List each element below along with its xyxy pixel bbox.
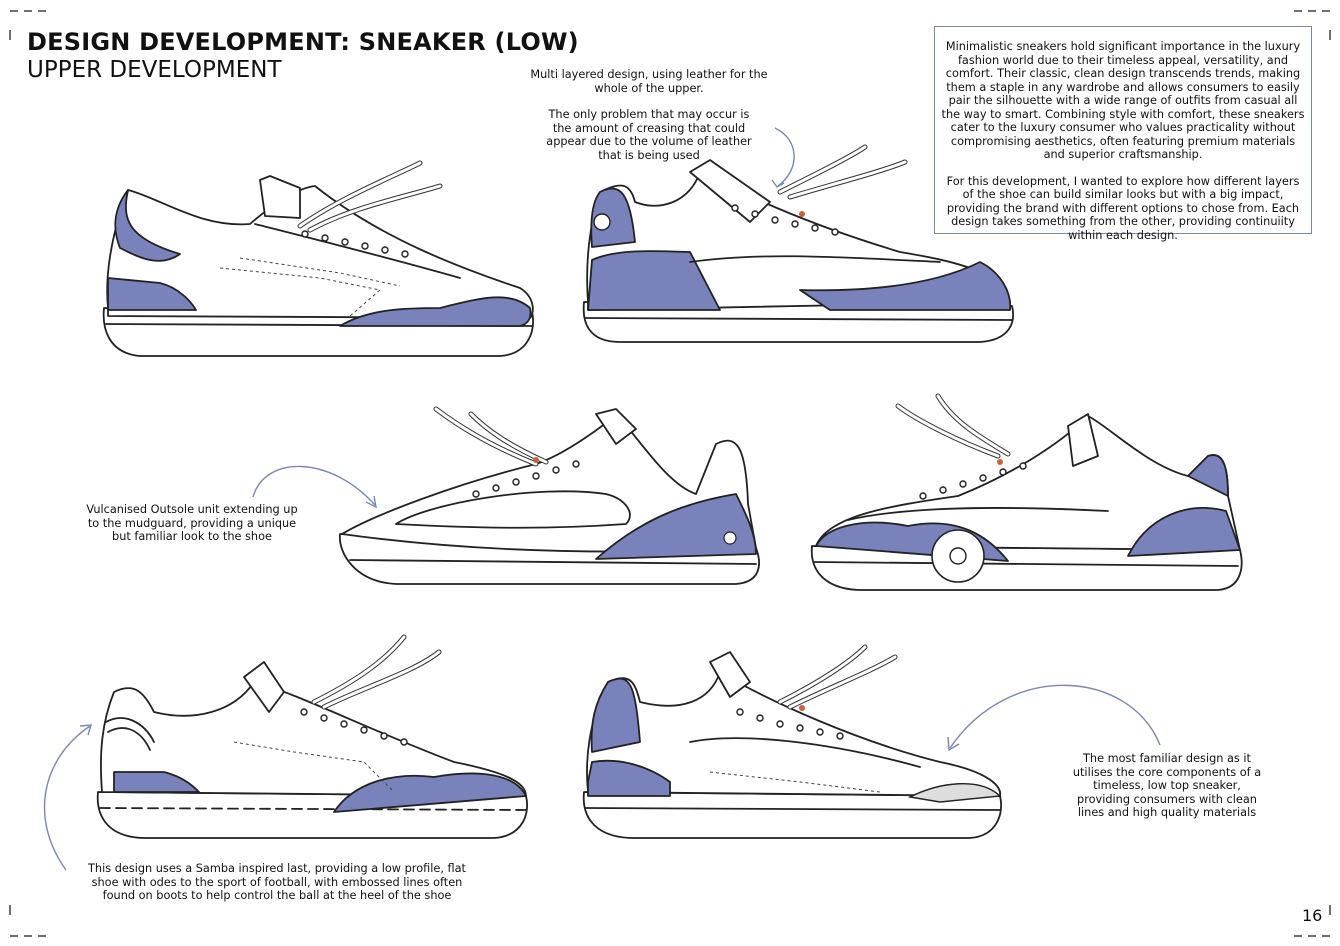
info-box: Minimalistic sneakers hold significant i… — [934, 26, 1312, 242]
note-multi-layer-line2: The only problem that may occur is the a… — [546, 108, 752, 162]
note-familiar: The most familiar design as it utilises … — [1072, 752, 1262, 820]
note-multi-layer: Multi layered design, using leather for … — [520, 68, 778, 163]
page-subtitle: UPPER DEVELOPMENT — [27, 57, 282, 83]
sneaker-sketch-4 — [810, 393, 1243, 591]
sneaker-sketch-5 — [96, 634, 528, 839]
note-multi-layer-line1: Multi layered design, using leather for … — [530, 68, 768, 95]
sneaker-sketch-2 — [582, 144, 1014, 343]
curved-arrow-icon — [252, 465, 376, 506]
sneaker-sketch-6 — [582, 644, 1002, 839]
sneaker-sketch-3 — [339, 406, 760, 585]
note-samba: This design uses a Samba inspired last, … — [88, 862, 466, 903]
info-paragraph-1: Minimalistic sneakers hold significant i… — [941, 40, 1305, 161]
info-paragraph-2: For this development, I wanted to explor… — [946, 174, 1300, 242]
page-title: DESIGN DEVELOPMENT: SNEAKER (LOW) — [27, 28, 579, 56]
note-vulcanised: Vulcanised Outsole unit extending up to … — [86, 503, 298, 544]
sneaker-sketch-1 — [102, 160, 534, 357]
curved-arrow-icon — [43, 725, 91, 871]
curved-arrow-icon — [774, 127, 795, 187]
curved-arrow-icon — [949, 684, 1161, 749]
page-number: 16 — [1302, 906, 1323, 925]
